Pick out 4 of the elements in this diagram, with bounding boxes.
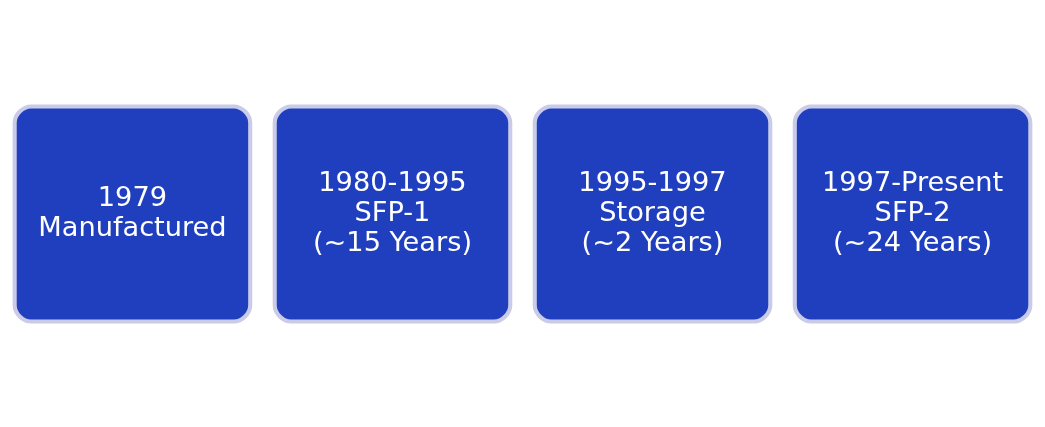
node-box: 1980-1995 SFP-1 (~15 Years) (272, 103, 513, 324)
node-box: 1997-Present SFP-2 (~24 Years) (792, 103, 1033, 324)
node-box: 1995-1997 Storage (~2 Years) (532, 103, 773, 324)
node-box: 1979 Manufactured (12, 103, 253, 324)
